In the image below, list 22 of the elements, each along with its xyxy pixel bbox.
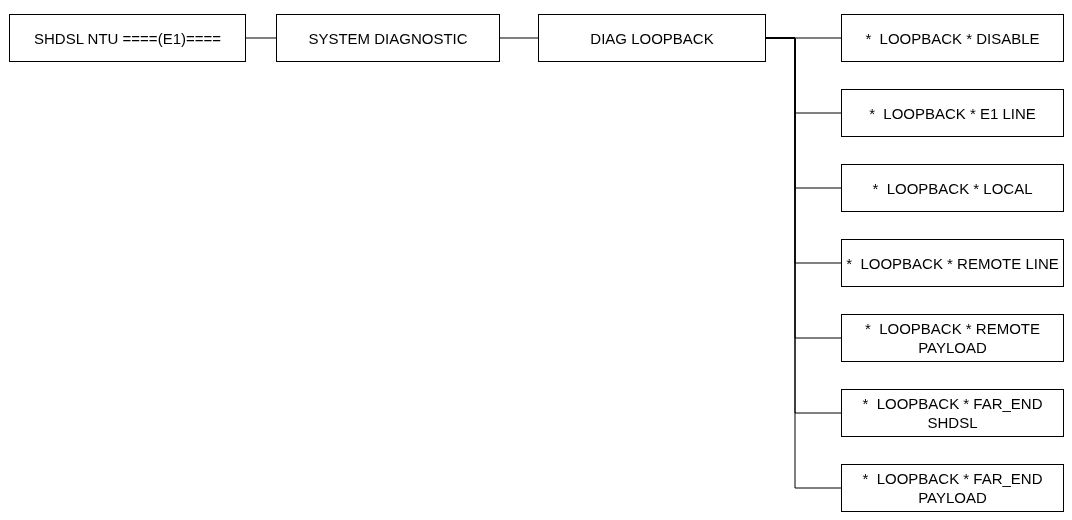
menu-box	[276, 14, 500, 62]
menu-label: * LOOPBACK * FAR_END SHDSL	[861, 394, 1044, 432]
menu-label: SHDSL NTU ====(E1)====	[33, 28, 221, 48]
menu-label: * LOOPBACK * REMOTE LINE	[846, 253, 1059, 273]
menu-box	[841, 89, 1064, 137]
menu-label: * LOOPBACK * REMOTE PAYLOAD	[863, 319, 1041, 357]
menu-label: SYSTEM DIAGNOSTIC	[308, 28, 468, 48]
menu-box	[841, 239, 1064, 287]
menu-box	[538, 14, 766, 62]
menu-label: * LOOPBACK * FAR_END PAYLOAD	[861, 469, 1044, 507]
menu-box	[841, 14, 1064, 62]
menu-box	[841, 464, 1064, 512]
connector-line	[245, 37, 277, 39]
menu-box	[841, 389, 1064, 437]
menu-label: * LOOPBACK * DISABLE	[865, 28, 1040, 48]
menu-label: * LOOPBACK * E1 LINE	[869, 103, 1036, 123]
connector-line	[499, 37, 539, 39]
menu-label: * LOOPBACK * LOCAL	[872, 178, 1033, 198]
menu-box	[841, 164, 1064, 212]
menu-label: DIAG LOOPBACK	[590, 28, 714, 48]
menu-box	[9, 14, 246, 62]
menu-box	[841, 314, 1064, 362]
